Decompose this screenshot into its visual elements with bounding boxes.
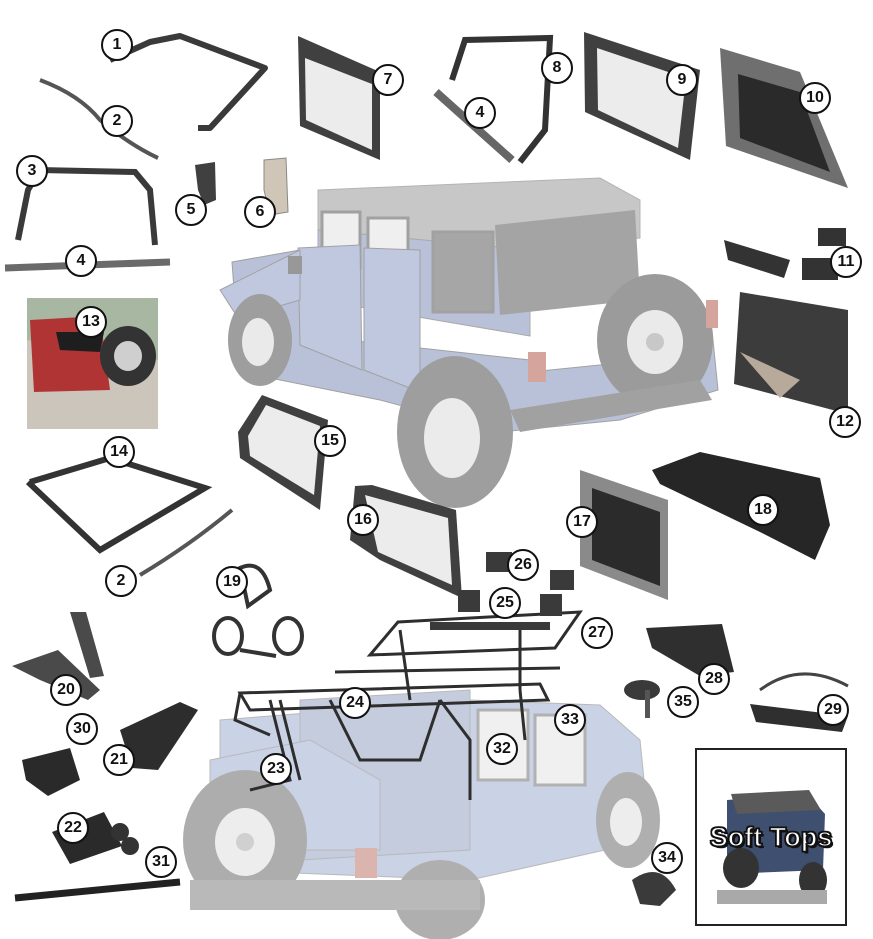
callout-7: 7: [372, 64, 404, 96]
part-2-retainer-lower: [138, 508, 234, 577]
callout-10: 10: [799, 82, 831, 114]
part-17-side-window: [580, 470, 668, 600]
part-14-rear-surround: [25, 454, 213, 554]
callout-15: 15: [314, 425, 346, 457]
callout-14: 14: [103, 436, 135, 468]
soft-top-frame-bows: [233, 610, 583, 800]
callout-20: 20: [50, 674, 82, 706]
jeep-front-illustration: [219, 177, 719, 508]
callout-21: 21: [103, 744, 135, 776]
callout-8: 8: [541, 52, 573, 84]
part-35-knob: [624, 680, 660, 718]
callout-35: 35: [667, 686, 699, 718]
callout-24: 24: [339, 687, 371, 719]
part-9-rear-door-window: [584, 32, 700, 160]
part-18-soft-top: [652, 452, 830, 560]
part-11-straps: [724, 228, 846, 280]
callout-30: 30: [66, 713, 98, 745]
callout-2: 2: [101, 105, 133, 137]
callout-5: 5: [175, 194, 207, 226]
callout-1: 1: [101, 29, 133, 61]
part-16-rear-door-window: [350, 485, 462, 598]
part-34-knob: [632, 872, 676, 906]
part-10-side-window: [720, 48, 848, 188]
callout-31: 31: [145, 846, 177, 878]
callout-23: 23: [260, 753, 292, 785]
part-30-latch: [22, 748, 80, 796]
jeep-rear-illustration: [183, 689, 660, 939]
callout-18: 18: [747, 494, 779, 526]
callout-3: 3: [16, 155, 48, 187]
callout-22: 22: [57, 812, 89, 844]
callout-17: 17: [566, 506, 598, 538]
part-3-door-surround: [15, 166, 158, 246]
callout-34: 34: [651, 842, 683, 874]
header-bar-27: [430, 622, 550, 630]
callout-13: 13: [75, 306, 107, 338]
callout-28: 28: [698, 663, 730, 695]
callout-19: 19: [216, 566, 248, 598]
callout-27: 27: [581, 617, 613, 649]
part-2-retainer-upper: [39, 78, 159, 160]
part-29-cable-kit: [750, 672, 849, 732]
part-19-strap-clips: [212, 563, 304, 658]
part-20-bracket: [12, 612, 104, 700]
part-15-door-window: [238, 395, 328, 510]
callout-6: 6: [244, 196, 276, 228]
callout-26: 26: [507, 549, 539, 581]
part-31-rail: [14, 878, 181, 902]
soft-tops-jeep-image: [717, 790, 827, 904]
soft-tops-title: Soft Tops: [709, 821, 833, 853]
soft-tops-inset: Soft Tops: [695, 748, 847, 926]
callout-4: 4: [65, 245, 97, 277]
part-8-door-frame: [449, 34, 554, 164]
part-1-windshield-channel: [108, 33, 268, 131]
callout-16: 16: [347, 504, 379, 536]
part-21-storage-bag: [120, 702, 198, 770]
part-7-door-window: [298, 36, 380, 160]
callout-4: 4: [464, 97, 496, 129]
part-25-26-brackets: [458, 552, 574, 616]
callout-11: 11: [830, 246, 862, 278]
callout-33: 33: [554, 704, 586, 736]
part-12-rear-window: [734, 292, 848, 414]
callout-32: 32: [486, 733, 518, 765]
callout-29: 29: [817, 694, 849, 726]
part-22-patch-kit: [52, 812, 139, 864]
callout-2: 2: [105, 565, 137, 597]
callout-12: 12: [829, 406, 861, 438]
callout-25: 25: [489, 587, 521, 619]
callout-9: 9: [666, 64, 698, 96]
part-5-bracket: [195, 162, 216, 205]
